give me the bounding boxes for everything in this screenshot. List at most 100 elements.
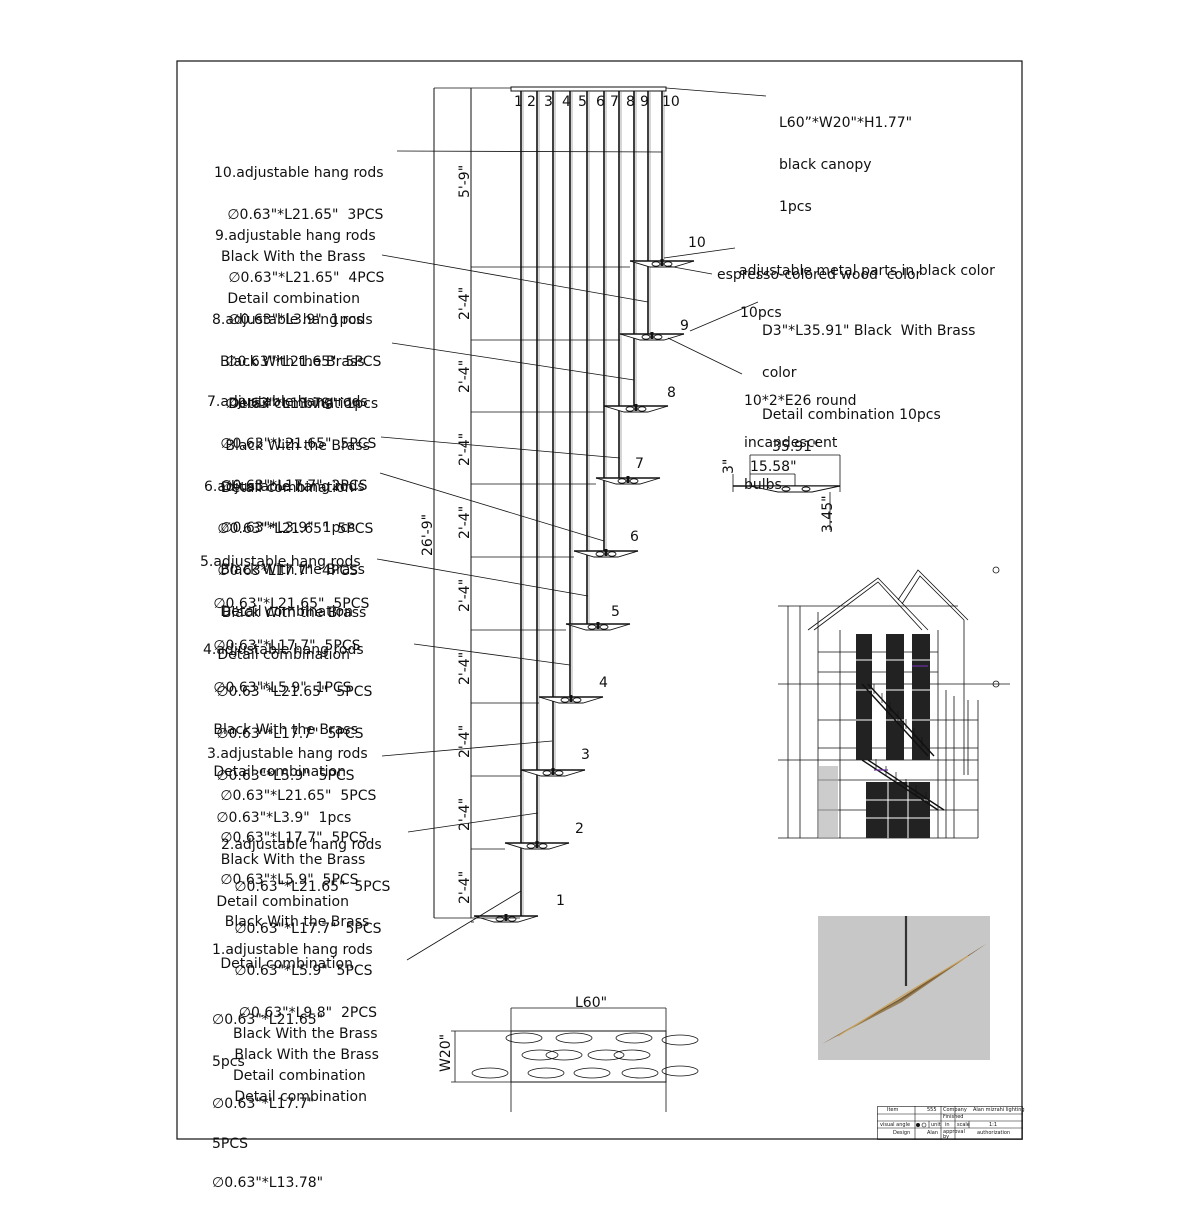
rod-number-5: 5	[578, 94, 587, 110]
tb-visual-label: visual angle	[880, 1122, 911, 1128]
rod-spec-2-line: Detail combination	[221, 1089, 367, 1105]
rod-spec-1-overlap: Black With the Brass Detail combination	[233, 999, 378, 1111]
fixture-hub-6	[604, 549, 608, 556]
rod-spec-7-line: ∅0.63"*L17.7" 2PCS	[207, 478, 368, 494]
leader-rod-2	[407, 812, 539, 833]
leader-rod-3	[381, 740, 553, 757]
fixture-hub-1	[504, 914, 508, 921]
dim-plan-width: W20"	[438, 1033, 454, 1072]
fixture-hub-7	[626, 476, 630, 483]
rod-spec-6: 6.adjustable hang rods ∅0.63"*L21.65" 5P…	[204, 452, 373, 690]
rod-spec-8-line: 8.adjustable hang rods	[212, 312, 373, 328]
dim-gap-4: 2'-4"	[457, 651, 473, 685]
hang-rods	[520, 91, 665, 916]
tb-item-label: Item	[887, 1107, 899, 1113]
bulb-right-5	[599, 624, 609, 630]
leader-metal-parts	[663, 247, 736, 259]
rod-spec-3-line: ∅0.63"*L17.7" 5PCS	[207, 830, 368, 846]
rod-spec-10: 10.adjustable hang rods ∅0.63"*L21.65" 3…	[214, 138, 384, 334]
rod-spec-10-line: ∅0.63"*L21.65" 3PCS	[214, 207, 384, 223]
bulbs-line-2: incandescent	[744, 435, 838, 451]
canopy-line-2: black canopy	[779, 157, 872, 173]
bulb-left-8	[625, 406, 635, 412]
rod-spec-4-line: ∅0.63"*L3.9" 1pcs	[203, 810, 352, 826]
canopy-line-3: 1pcs	[779, 199, 812, 215]
fixture-hub-4	[569, 695, 573, 702]
tb-unit-value: in	[945, 1122, 950, 1128]
rod-spec-9-line: Detail combination	[215, 396, 361, 412]
rod-spec-5-line: ∅0.63"*L21.65" 5PCS	[200, 596, 370, 612]
metal-parts-line-1: adjustable metal parts in black color	[739, 263, 995, 279]
leader-wood	[667, 265, 713, 275]
wood-callout: espresso-colored wood color	[717, 267, 922, 283]
rod-spec-6-line: ∅0.63"*L21.65" 5PCS	[204, 521, 374, 537]
canopy-callout: L60”*W20"*H1.77" black canopy 1pcs	[779, 88, 912, 242]
fixture-hub-8	[634, 404, 638, 411]
fixture-hub-10	[660, 259, 664, 266]
rod-spec-7-line: Black With the Brass	[207, 562, 365, 578]
rod-number-10: 10	[662, 94, 680, 110]
rod-spec-9-line: ∅0.63"*L3.9" 1pcs	[215, 312, 364, 328]
dimension-lines	[433, 87, 630, 923]
bulb-left-10	[651, 261, 661, 267]
bulb-right-3	[554, 770, 564, 776]
dim-gap-2: 2'-4"	[457, 797, 473, 831]
plan-fixture-4	[661, 1034, 699, 1046]
plan-view	[451, 1007, 699, 1112]
bulb-left-1	[495, 916, 505, 922]
rod-spec-6-line: Black With the Brass	[204, 605, 367, 621]
title-block: Item 555 Company Alan mizrahi lighting F…	[877, 1106, 1025, 1140]
tb-design-label: Design	[893, 1130, 911, 1136]
dim-fixture-length: 35.91"	[772, 439, 819, 455]
tb-finished-label: Finished	[943, 1114, 964, 1120]
rod-spec-9-line: Black With the Brass	[220, 354, 365, 370]
tb-company-label: Company	[943, 1107, 967, 1113]
rod-spec-1-line: ∅0.63"*L17.7"	[212, 1096, 315, 1112]
rod-number-1: 1	[514, 94, 523, 110]
plan-fixture-6	[545, 1049, 583, 1061]
fixture-detail-view	[732, 454, 841, 530]
leader-rod-6	[379, 472, 605, 542]
leader-lines	[376, 87, 767, 961]
rod-spec-1-line: 5PCS	[212, 1136, 249, 1152]
bulb-right-1	[507, 916, 517, 922]
tier-number-1: 1	[556, 893, 565, 909]
tb-company-value: Alan mizrahi lighting	[973, 1107, 1025, 1113]
rod-spec-2: 2.adjustable hang rods ∅0.63"*L21.65" 5P…	[221, 810, 390, 1132]
plan-fixture-2	[555, 1032, 593, 1044]
dim-fixture-height: 3"	[721, 458, 737, 474]
fixture-line-3: Detail combination 10pcs	[762, 407, 941, 423]
fixture-hub-2	[535, 841, 539, 848]
metal-parts-callout: adjustable metal parts in black color 10…	[739, 236, 995, 348]
dim-gap-7: 2'-4"	[457, 432, 473, 466]
rod-spec-9: 9.adjustable hang rods ∅0.63"*L21.65" 4P…	[215, 201, 384, 439]
rod-number-7: 7	[610, 94, 619, 110]
bulb-left-7	[617, 478, 627, 484]
building-elevation-sketch	[778, 566, 1010, 839]
rod-spec-8: 8.adjustable hang rods ∅0.63"*L21.65" 5P…	[212, 285, 381, 523]
tier-number-10: 10	[688, 235, 706, 251]
dim-gap-3: 2'-4"	[457, 724, 473, 758]
fixture-line-2: color	[762, 365, 797, 381]
fixture-tiers	[473, 259, 695, 923]
leader-rod-10	[396, 150, 663, 153]
title-block-grid	[877, 1106, 1023, 1140]
tier-number-5: 5	[611, 604, 620, 620]
tb-scale-value: 1:1	[989, 1122, 998, 1128]
dim-total-height: 26'-9"	[420, 513, 436, 556]
rod-spec-3-line: 3.adjustable hang rods	[207, 746, 368, 762]
rod-spec-7-line: ∅0.63"*L21.65" 5PCS	[207, 436, 377, 452]
rod-spec-3-line: Detail combination	[207, 956, 353, 972]
bulb-right-6	[607, 551, 617, 557]
leader-rod-9	[381, 254, 649, 303]
rod-spec-6-line: Detail combination	[204, 647, 350, 663]
rod-spec-9-line: 9.adjustable hang rods	[215, 228, 376, 244]
rod-spec-7-line: Detail combination	[207, 604, 353, 620]
fixture-callout: D3"*L35.91" Black With Brass color Detai…	[762, 296, 975, 450]
rod-spec-6-line: 6.adjustable hang rods	[204, 479, 365, 495]
tb-scale-label: scale	[957, 1122, 970, 1128]
tier-number-9: 9	[680, 318, 689, 334]
rod-spec-4-line: Detail combination	[203, 894, 349, 910]
bulb-left-2	[526, 843, 536, 849]
metal-parts-line-2: 10pcs	[740, 305, 782, 321]
